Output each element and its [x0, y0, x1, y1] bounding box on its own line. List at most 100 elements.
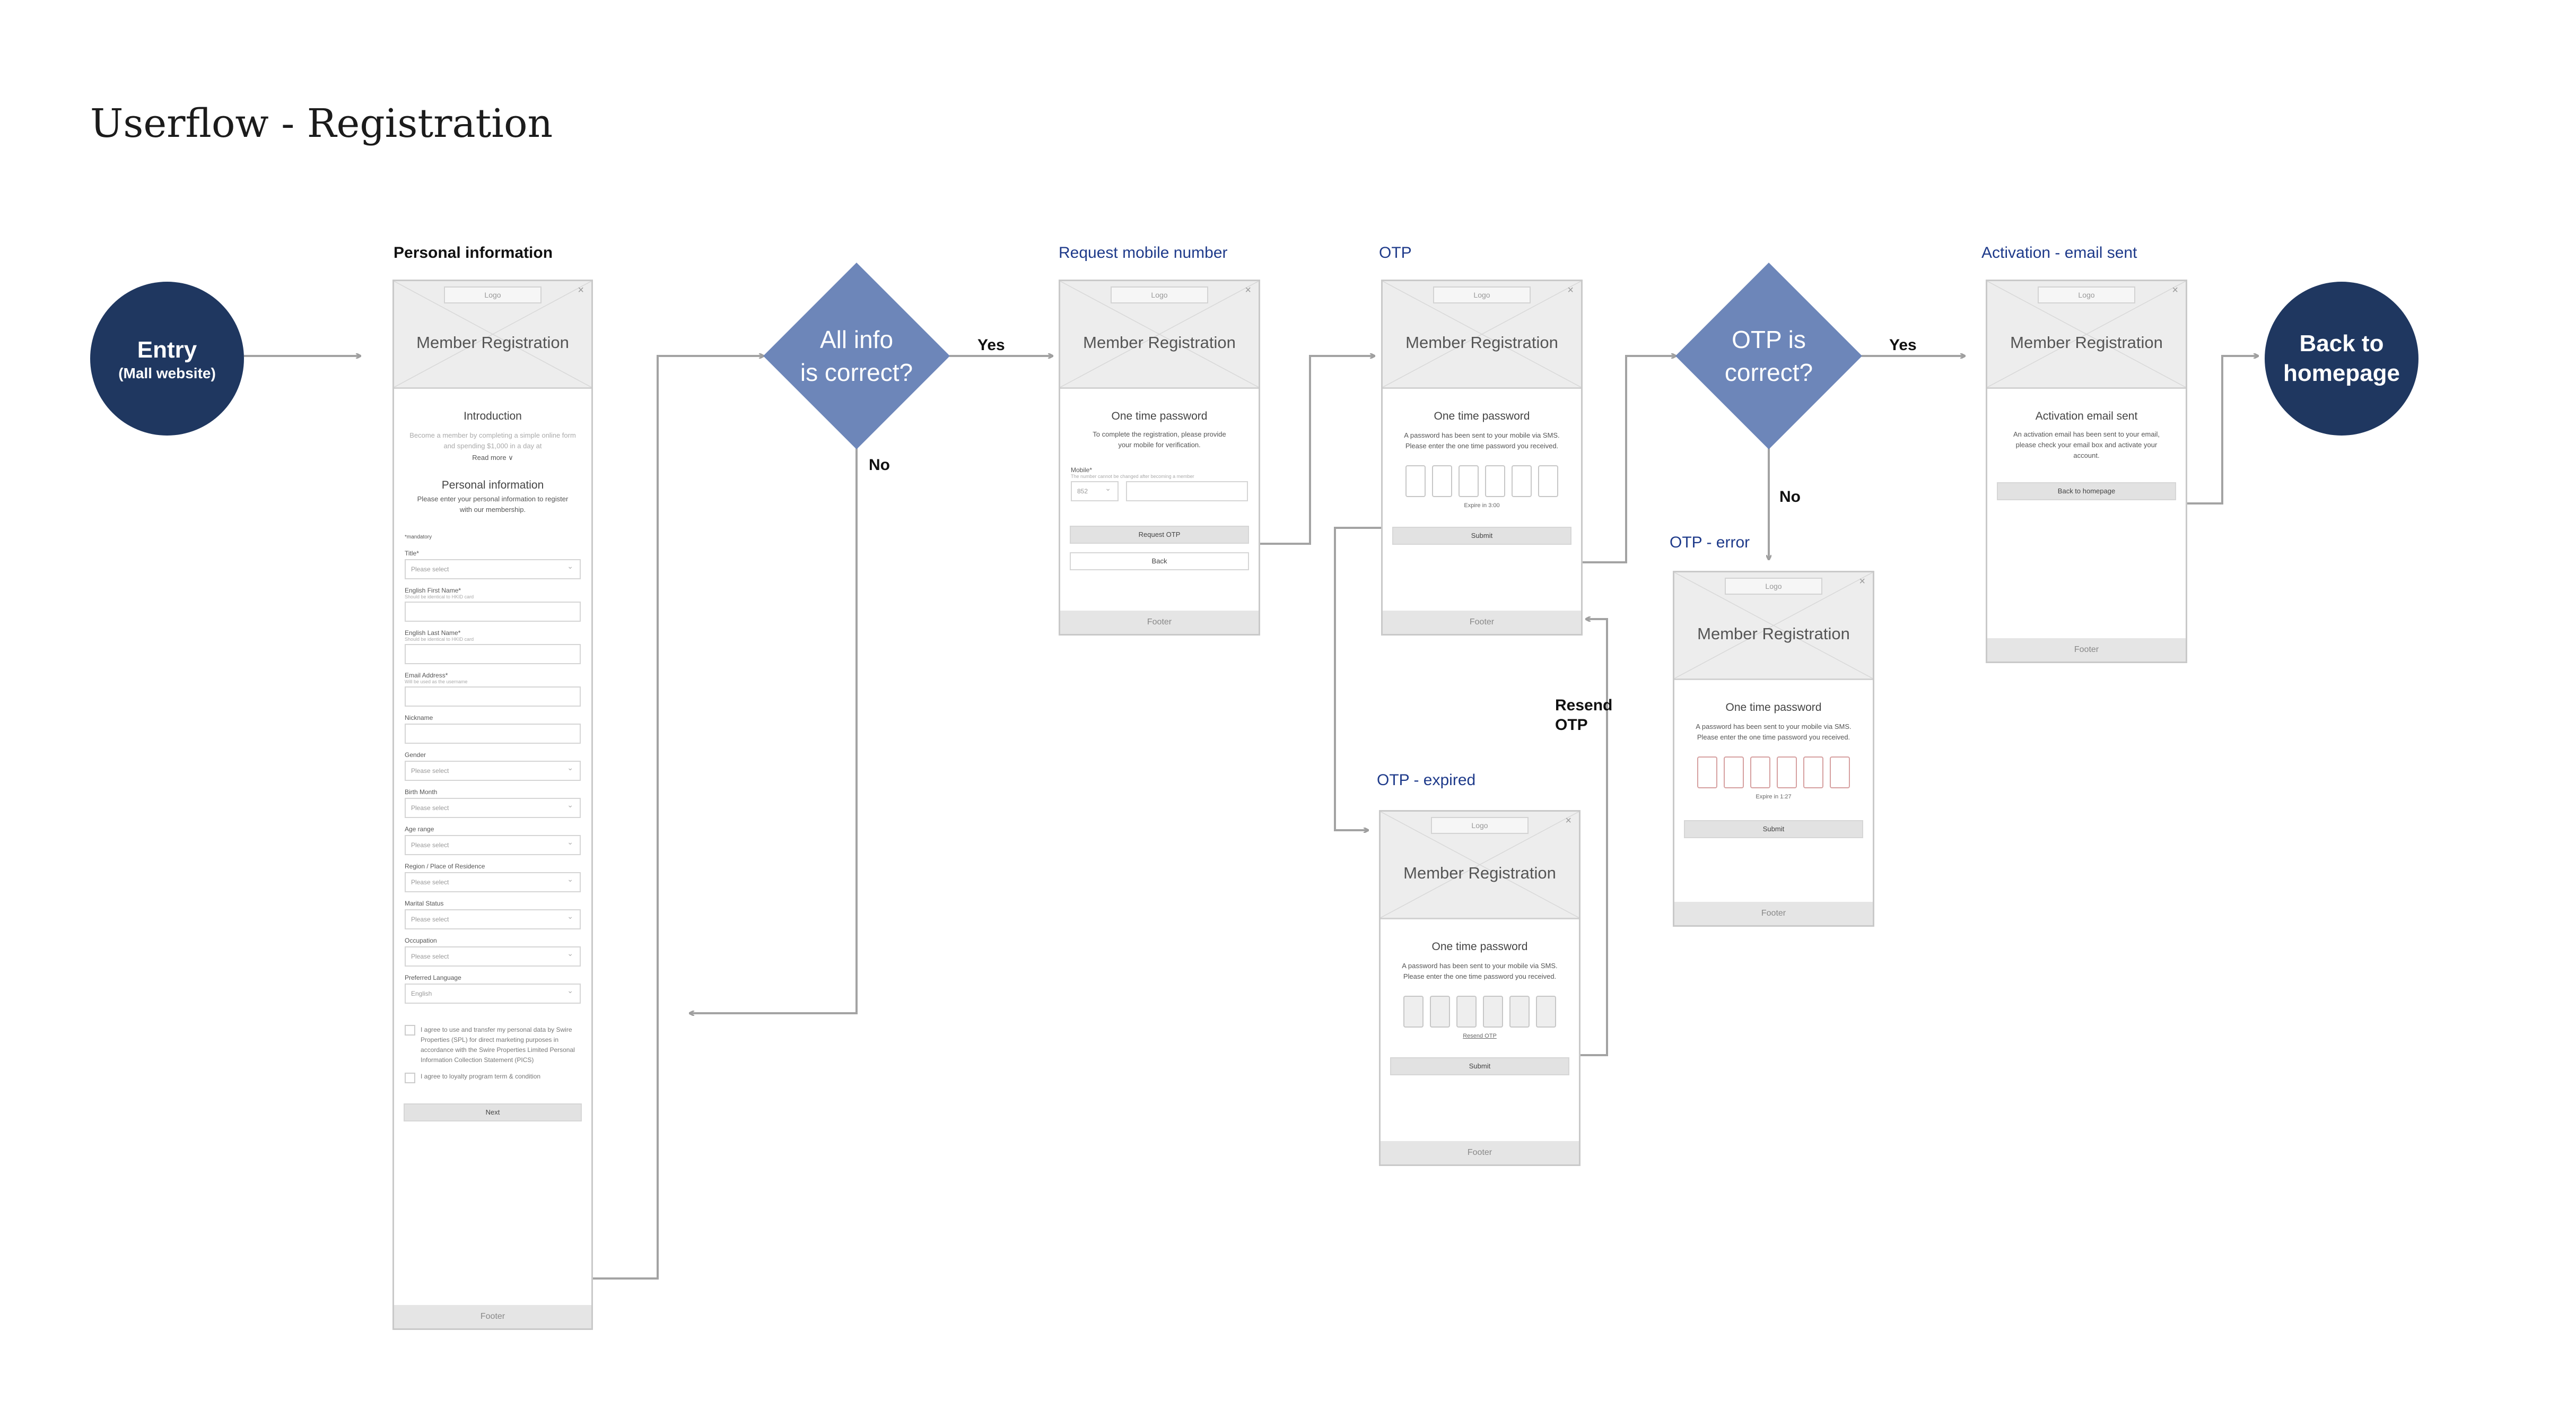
form-field: English Last Name*Should be identical to…	[394, 629, 591, 664]
mobile-input[interactable]	[1126, 481, 1248, 501]
otp-desc: A password has been sent to your mobile …	[1696, 723, 1852, 741]
field-input[interactable]	[405, 724, 581, 744]
otp-digit-input[interactable]	[1456, 996, 1477, 1028]
field-hint: Will be used as the username	[405, 679, 468, 684]
otp-digit-input[interactable]	[1538, 465, 1558, 497]
field-input[interactable]	[405, 644, 581, 664]
otp-digit-input[interactable]	[1803, 756, 1823, 788]
otp-digit-input[interactable]	[1830, 756, 1850, 788]
mobile-hint: The number cannot be changed after becom…	[1071, 474, 1194, 479]
next-button[interactable]: Next	[404, 1103, 582, 1121]
activation-desc: An activation email has been sent to you…	[2013, 430, 2160, 459]
field-select[interactable]: Please select	[405, 796, 581, 818]
otp-digit-input[interactable]	[1430, 996, 1450, 1028]
connector-activation-to-home	[2164, 356, 2258, 504]
logo: Logo	[444, 286, 542, 303]
screen-otp: Logo × Member Registration One time pass…	[1381, 280, 1583, 636]
field-select[interactable]: Please select	[405, 759, 581, 781]
request-otp-button[interactable]: Request OTP	[1070, 526, 1249, 544]
form-field: Title*Please select	[394, 550, 591, 579]
submit-button[interactable]: Submit	[1392, 527, 1571, 545]
otp-title: One time password	[1434, 410, 1530, 422]
entry-node: Entry (Mall website)	[90, 282, 244, 436]
intro-text: Become a member by completing a simple o…	[409, 431, 576, 450]
country-code-select[interactable]: 852	[1071, 479, 1119, 501]
close-icon[interactable]: ×	[578, 284, 584, 296]
decision-otp-line2: correct?	[1724, 359, 1813, 386]
otp-digit-input[interactable]	[1405, 465, 1426, 497]
form-field: English First Name*Should be identical t…	[394, 587, 591, 622]
entry-title: Entry	[137, 337, 197, 363]
field-input[interactable]	[405, 602, 581, 622]
close-icon[interactable]: ×	[1859, 576, 1865, 587]
otp-digit-input[interactable]	[1403, 996, 1424, 1028]
close-icon[interactable]: ×	[1245, 284, 1251, 296]
diamond-shape	[763, 263, 950, 449]
field-select[interactable]: English	[405, 981, 581, 1004]
screen-heading: Member Registration	[1083, 333, 1236, 352]
submit-button[interactable]: Submit	[1684, 820, 1863, 838]
edge-label-yes: Yes	[1889, 336, 1917, 354]
back-button[interactable]: Back	[1070, 552, 1249, 570]
screen-footer: Footer	[1060, 611, 1259, 634]
intro-title: Introduction	[464, 410, 522, 422]
otp-input-row	[1381, 996, 1579, 1028]
otp-digit-input[interactable]	[1483, 996, 1503, 1028]
otp-digit-input[interactable]	[1459, 465, 1479, 497]
otp-digit-input[interactable]	[1432, 465, 1452, 497]
placeholder-cross	[1381, 812, 1579, 918]
connector-request-to-otp	[1260, 356, 1375, 545]
otp-digit-input[interactable]	[1697, 756, 1717, 788]
screen-otp-error: Logo × Member Registration One time pass…	[1673, 571, 1874, 927]
consent-checkbox-1[interactable]	[405, 1025, 415, 1036]
submit-button[interactable]: Submit	[1390, 1057, 1569, 1075]
close-icon[interactable]: ×	[1565, 815, 1571, 827]
otp-digit-input[interactable]	[1485, 465, 1505, 497]
resend-otp-link[interactable]: Resend OTP	[1463, 1033, 1497, 1039]
mandatory-note: *mandatory	[405, 534, 432, 540]
otp-desc: A password has been sent to your mobile …	[1402, 962, 1558, 980]
otp-input-row	[1674, 756, 1873, 788]
logo: Logo	[1431, 817, 1529, 834]
field-input[interactable]	[405, 686, 581, 707]
screen-footer: Footer	[1383, 611, 1581, 634]
otp-digit-input[interactable]	[1724, 756, 1744, 788]
back-to-homepage-button[interactable]: Back to homepage	[1997, 482, 2176, 500]
close-icon[interactable]: ×	[2172, 284, 2178, 296]
consent-checkbox-2[interactable]	[405, 1073, 415, 1083]
field-hint: Should be identical to HKID card	[405, 594, 474, 599]
decision-info-line1: All info	[819, 326, 894, 353]
field-label: Gender	[405, 751, 426, 759]
otp-digit-input[interactable]	[1512, 465, 1532, 497]
close-icon[interactable]: ×	[1567, 284, 1574, 296]
otp-digit-input[interactable]	[1777, 756, 1797, 788]
logo: Logo	[2038, 286, 2135, 303]
screen-header: Logo × Member Registration	[1674, 572, 1873, 680]
placeholder-cross	[1987, 281, 2186, 387]
otp-desc: A password has been sent to your mobile …	[1404, 431, 1560, 450]
screen-heading: Member Registration	[416, 333, 569, 352]
activation-title: Activation email sent	[2035, 410, 2138, 422]
screen-heading: Member Registration	[1405, 333, 1558, 352]
otp-title: One time password	[1725, 701, 1822, 714]
field-select[interactable]: Please select	[405, 557, 581, 579]
field-select[interactable]: Please select	[405, 833, 581, 855]
field-select[interactable]: Please select	[405, 907, 581, 929]
field-select[interactable]: Please select	[405, 870, 581, 892]
mobile-desc: To complete the registration, please pro…	[1093, 430, 1226, 449]
back-home-line2: homepage	[2283, 360, 2400, 386]
otp-digit-input[interactable]	[1750, 756, 1770, 788]
otp-digit-input[interactable]	[1509, 996, 1530, 1028]
read-more-link[interactable]: Read more ∨	[472, 454, 513, 462]
field-label: Age range	[405, 825, 434, 833]
screen-footer: Footer	[394, 1305, 591, 1328]
field-label: Preferred Language	[405, 974, 461, 981]
field-label: Title*	[405, 550, 419, 557]
otp-digit-input[interactable]	[1536, 996, 1556, 1028]
field-select[interactable]: Please select	[405, 944, 581, 967]
consent-row-1: I agree to use and transfer my personal …	[405, 1025, 581, 1065]
consent-text-2: I agree to loyalty program term & condit…	[421, 1073, 541, 1080]
screen-heading: Member Registration	[2010, 333, 2163, 352]
